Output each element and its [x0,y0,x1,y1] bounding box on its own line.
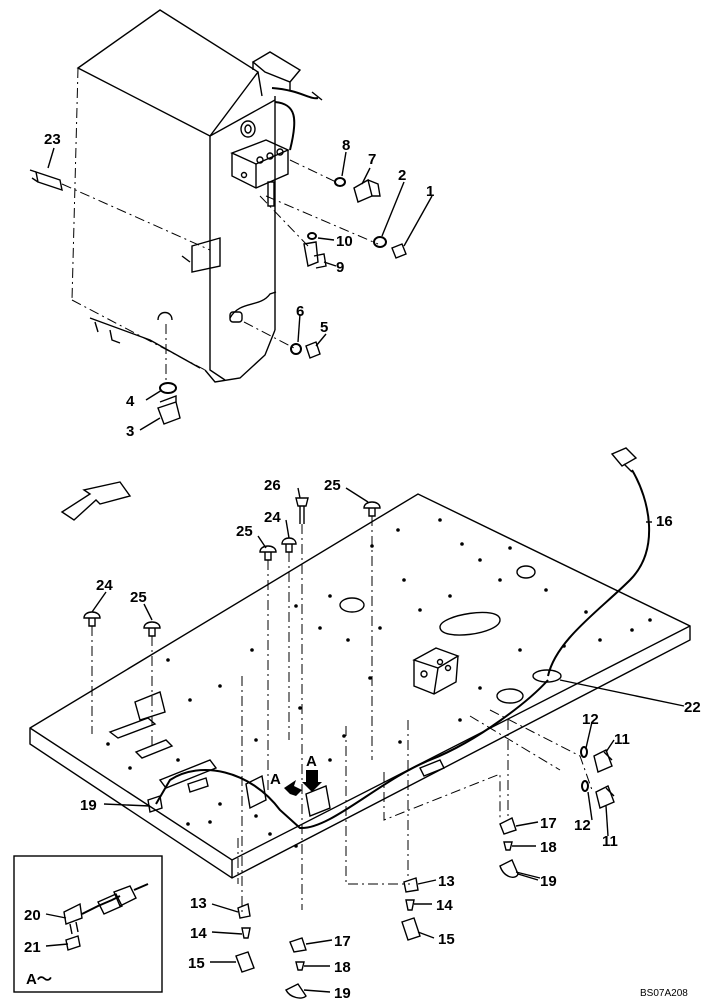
callout-19-right: 19 [540,873,557,890]
callout-14-left: 14 [190,925,207,942]
callout-16: 16 [656,513,673,530]
callout-labels: 1 2 3 4 5 6 7 8 9 10 11 11 12 12 13 13 1… [24,131,701,1000]
callout-24-mid: 24 [264,509,281,526]
callout-24-left: 24 [96,577,113,594]
fittings-right [580,746,615,809]
callout-25-top: 25 [324,477,341,494]
callout-17-right: 17 [540,815,557,832]
callout-14-right: 14 [436,897,453,914]
callout-25-left: 25 [130,589,147,606]
callout-23: 23 [44,131,61,148]
view-arrows [284,770,322,796]
callout-5: 5 [320,319,328,336]
callout-2: 2 [398,167,406,184]
callout-19-left: 19 [80,797,97,814]
view-marker-a-left: A [270,771,281,788]
hydraulic-tank [71,9,323,383]
drawing-code: BS07A208 [640,988,688,999]
callout-1: 1 [426,183,434,200]
callout-19-bottom: 19 [334,985,351,1000]
callout-18-right: 18 [540,839,557,856]
callout-15-right: 15 [438,931,455,948]
callout-8: 8 [342,137,350,154]
callout-15-left: 15 [188,955,205,972]
callout-12-upper: 12 [582,711,599,728]
callout-11-lower: 11 [602,833,618,850]
callout-13-left: 13 [190,895,207,912]
callout-9: 9 [336,259,344,276]
detail-view-label: A～ [26,971,52,988]
front-direction-arrow [60,481,132,521]
callout-6: 6 [296,303,304,320]
view-marker-a-right: A [306,753,317,770]
callout-10: 10 [336,233,353,250]
floor-plate [29,447,691,885]
callout-20: 20 [24,907,41,924]
callout-22: 22 [684,699,701,716]
parts-top [29,159,407,425]
mounting-holes [106,518,652,848]
callout-17-bottom: 17 [334,933,351,950]
callout-3: 3 [126,423,134,440]
bolts [83,497,509,912]
callout-7: 7 [368,151,376,168]
callout-18-bottom: 18 [334,959,351,976]
clamps [235,817,519,999]
callout-25-mid: 25 [236,523,253,540]
leader-lines [45,147,685,993]
callout-12-lower: 12 [574,817,591,834]
callout-11-upper: 11 [614,731,630,748]
callout-21: 21 [24,939,41,956]
detail-inset [13,855,163,993]
callout-13-right: 13 [438,873,455,890]
callout-26: 26 [264,477,281,494]
callout-4: 4 [126,393,135,410]
